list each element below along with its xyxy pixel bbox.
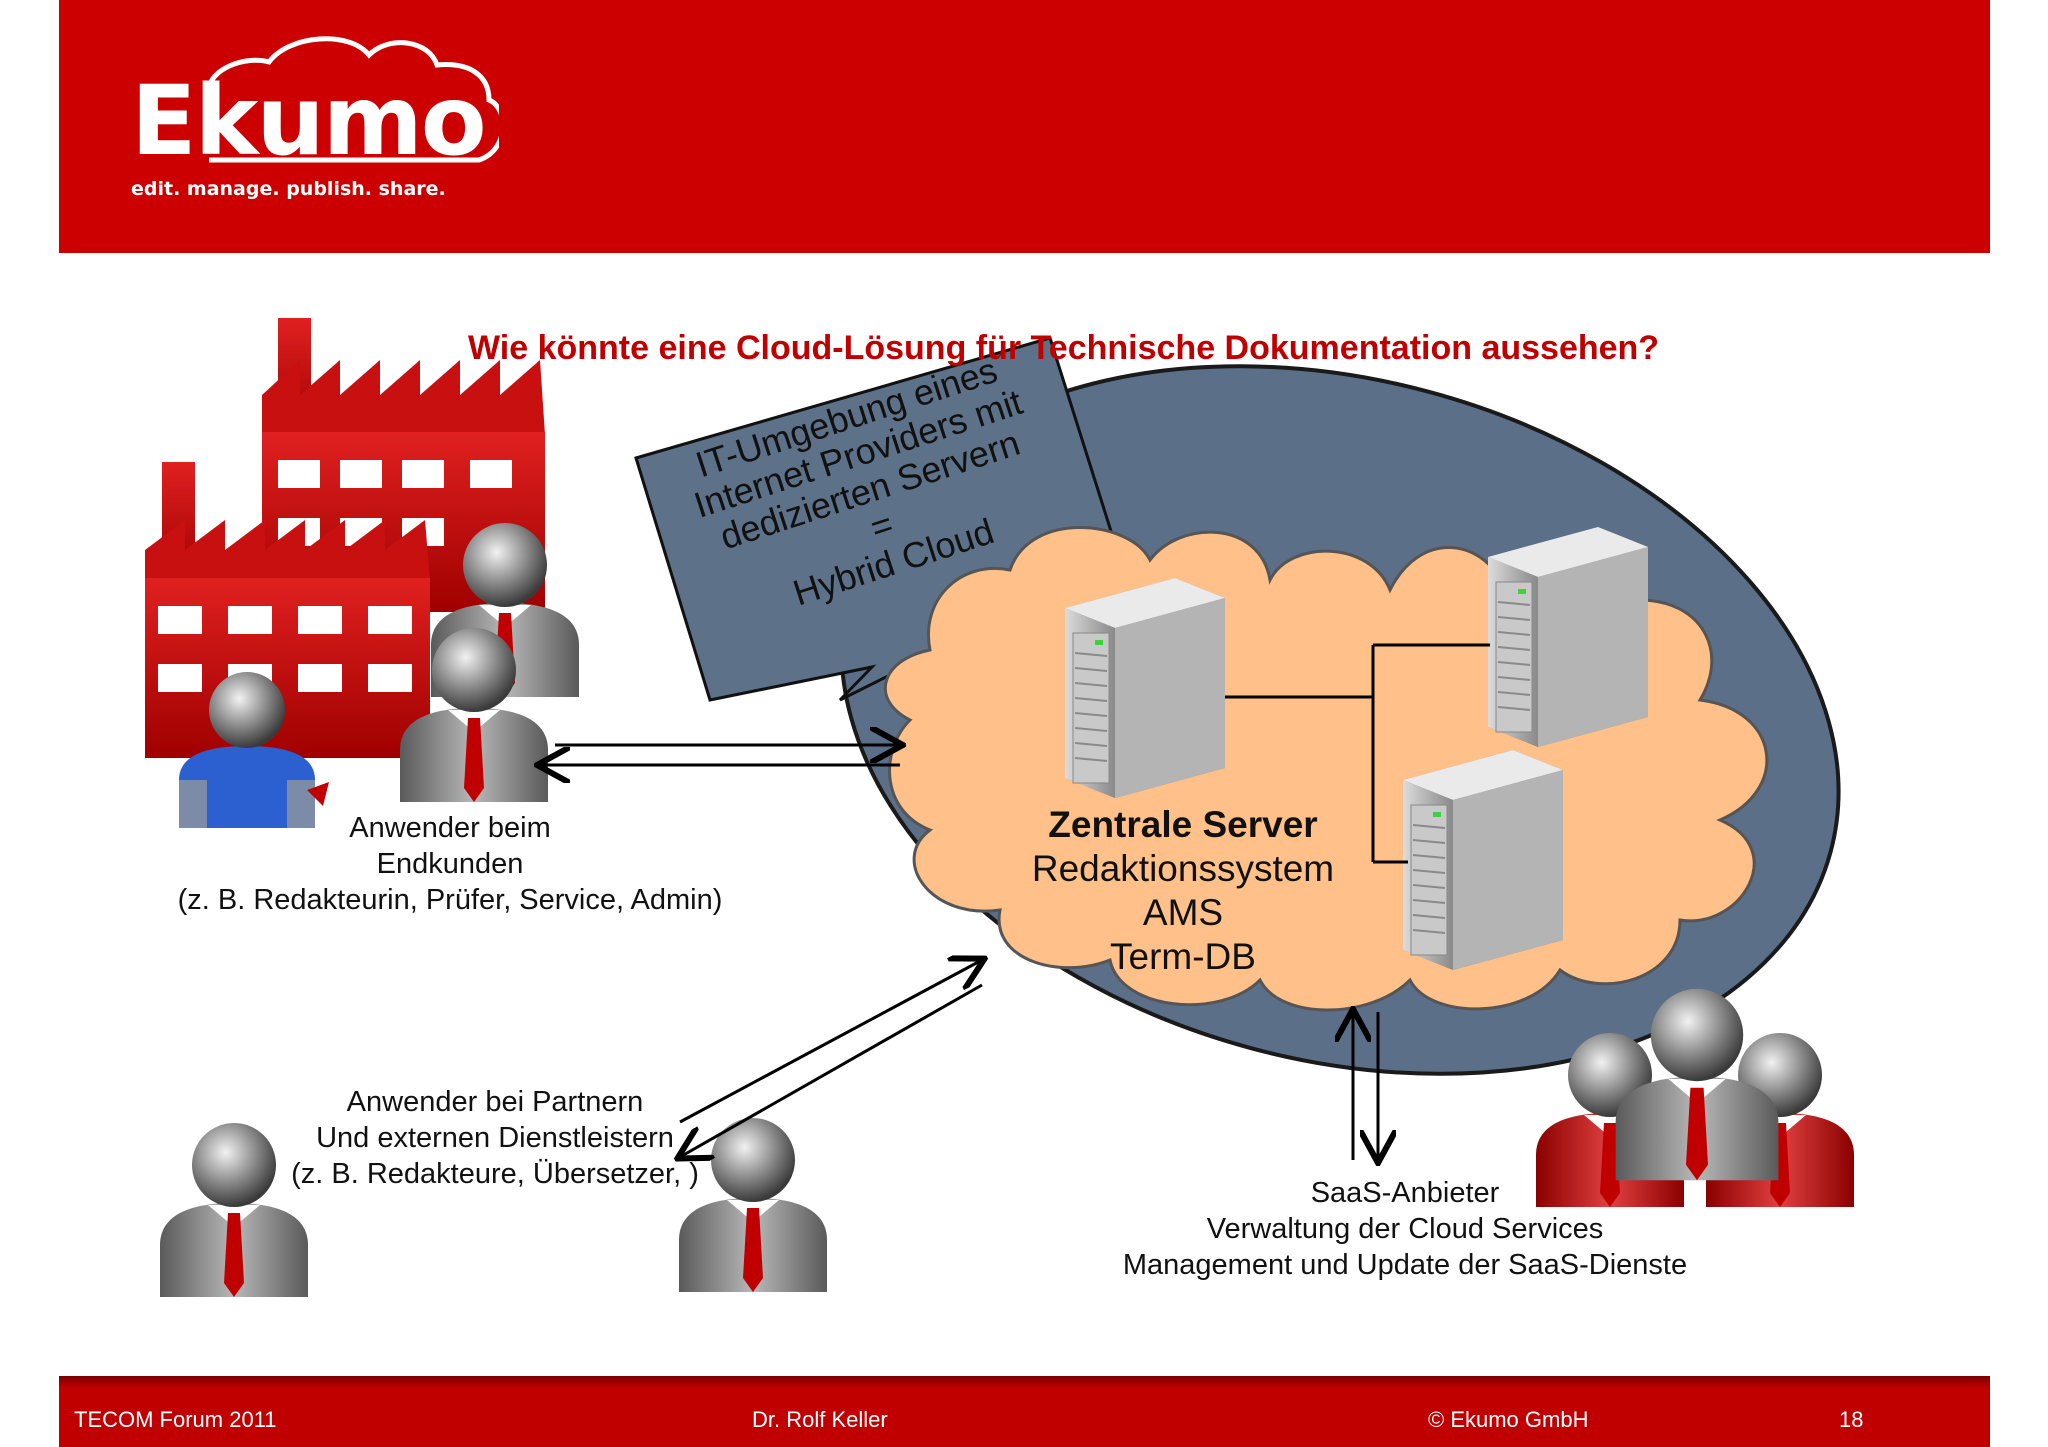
server-icon xyxy=(1064,577,1226,799)
page-title: Wie könnte eine Cloud-Lösung für Technis… xyxy=(468,329,1660,367)
server-connection xyxy=(1225,643,1490,864)
label-line: Anwender beim xyxy=(349,812,551,844)
saas-label: SaaS-Anbieter Verwaltung der Cloud Servi… xyxy=(1100,1175,1710,1283)
label-line: Anwender bei Partnern xyxy=(346,1086,644,1118)
server-item: AMS xyxy=(1142,892,1224,933)
label-line: Und externen Dienstleistern xyxy=(316,1122,674,1154)
server-caption: Zentrale Server Redaktionssystem AMS Ter… xyxy=(1013,803,1353,979)
arrow-partners xyxy=(680,960,982,1157)
footer-author: Dr. Rolf Keller xyxy=(752,1407,888,1432)
footer-event: TECOM Forum 2011 xyxy=(74,1407,277,1432)
worker-icon xyxy=(179,672,329,828)
logo-tagline: edit. manage. publish. share. xyxy=(131,178,446,200)
arrow-saas xyxy=(1353,1012,1378,1160)
end-customers-label: Anwender beim Endkunden (z. B. Redakteur… xyxy=(140,810,760,918)
logo-cloud-icon xyxy=(206,36,499,163)
page-number: 18 xyxy=(1839,1407,1864,1432)
label-line: Endkunden xyxy=(376,848,524,880)
server-item: Term-DB xyxy=(1110,936,1256,977)
footer-bar: TECOM Forum 2011 Dr. Rolf Keller © Ekumo… xyxy=(59,1376,1990,1447)
label-line: Management und Update der SaaS-Dienste xyxy=(1122,1249,1688,1281)
footer-copyright: © Ekumo GmbH xyxy=(1428,1407,1589,1432)
header-banner: Ekumo edit. manage. publish. share. xyxy=(59,0,1990,253)
server-icon xyxy=(1402,749,1564,971)
label-line: (z. B. Redakteure, Übersetzer, ) xyxy=(291,1158,699,1190)
label-line: (z. B. Redakteurin, Prüfer, Service, Adm… xyxy=(177,884,723,916)
label-line: SaaS-Anbieter xyxy=(1310,1177,1500,1209)
server-icon xyxy=(1487,526,1649,748)
logo: Ekumo xyxy=(131,65,487,177)
partners-label: Anwender bei Partnern Und externen Diens… xyxy=(255,1084,735,1192)
server-heading: Zentrale Server xyxy=(1048,804,1318,845)
server-item: Redaktionssystem xyxy=(1031,848,1335,889)
label-line: Verwaltung der Cloud Services xyxy=(1206,1213,1604,1245)
arrow-to-cloud xyxy=(540,745,900,765)
